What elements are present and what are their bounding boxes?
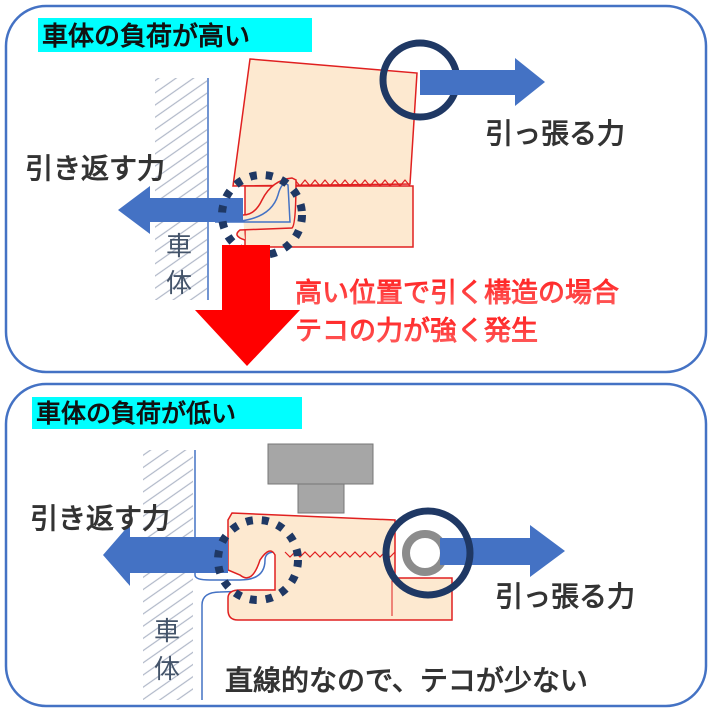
top-pull-label: 引っ張る力 bbox=[485, 117, 625, 150]
seam-line bbox=[294, 179, 411, 187]
clamp-jaw bbox=[236, 177, 297, 241]
body-char-2: 体 bbox=[166, 269, 192, 299]
bolt-shank bbox=[297, 483, 345, 514]
bottom-panel: 車体の負荷が低い 車 体 引っ張る力 引き返す力 直線的なので、テコが少ない bbox=[4, 382, 708, 708]
top-return-label: 引き返す力 bbox=[25, 152, 165, 185]
body-char-1: 車 bbox=[166, 232, 192, 262]
title-highlight bbox=[32, 397, 302, 429]
panel-flange bbox=[215, 183, 291, 223]
top-note-line-2: テコの力が強く発生 bbox=[295, 315, 538, 347]
car-body-wall bbox=[143, 450, 193, 700]
top-title: 車体の負荷が高い bbox=[42, 21, 250, 52]
pull-ring bbox=[402, 530, 448, 576]
focus-dotted-circle bbox=[214, 516, 302, 604]
focus-dotted-circle bbox=[218, 171, 306, 259]
body-char-1: 車 bbox=[154, 617, 180, 647]
bottom-pull-label: 引っ張る力 bbox=[495, 580, 635, 613]
pull-arrow-right bbox=[420, 58, 545, 106]
bottom-note: 直線的なので、テコが少ない bbox=[225, 664, 588, 697]
bottom-title: 車体の負荷が低い bbox=[36, 399, 236, 428]
seam-line bbox=[284, 551, 396, 558]
car-body-wall bbox=[155, 78, 207, 300]
top-note-line-1: 高い位置で引く構造の場合 bbox=[295, 277, 619, 309]
bolt-head bbox=[267, 443, 374, 485]
return-arrow-left bbox=[118, 186, 243, 234]
top-panel: 車体の負荷が高い 車 体 引っ張る力 引き返す力 高い位置で引く構造の場合 テコ… bbox=[4, 4, 708, 374]
clamp-upper-block bbox=[232, 58, 418, 187]
return-arrow-left bbox=[103, 524, 228, 586]
panel-flange bbox=[194, 551, 281, 700]
pull-point-circle bbox=[382, 507, 474, 599]
title-highlight bbox=[38, 18, 312, 52]
bottom-return-label: 引き返す力 bbox=[30, 502, 170, 535]
leverage-arrow-down bbox=[195, 245, 300, 366]
body-char-2: 体 bbox=[154, 655, 180, 685]
